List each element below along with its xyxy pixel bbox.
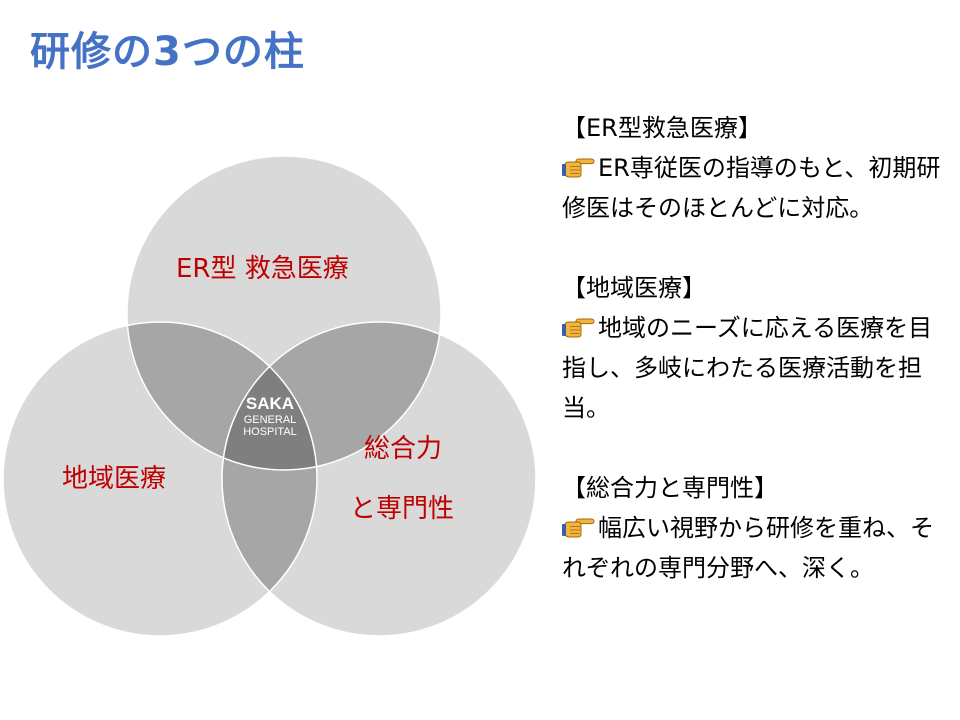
venn-overlap-er-regional <box>127 322 317 470</box>
block-text: 地域のニーズに応える医療を目指し、多岐にわたる医療活動を担当。 <box>562 314 933 422</box>
block-body: 地域のニーズに応える医療を目指し、多岐にわたる医療活動を担当。 <box>562 308 947 428</box>
page-title: 研修の3つの柱 <box>30 29 305 75</box>
venn-label-comprehensive-2: と専門性 <box>350 494 455 524</box>
block-body: 幅広い視野から研修を重ね、それぞれの専門分野へ、深く。 <box>562 508 947 588</box>
venn-label-er: ER型 救急医療 <box>176 254 349 284</box>
hospital-logo: SAKA GENERAL HOSPITAL <box>222 394 318 439</box>
block-body: ER専従医の指導のもと、初期研修医はそのほとんどに対応。 <box>562 148 947 228</box>
pointing-hand-icon <box>562 512 596 538</box>
logo-line-2: GENERAL <box>243 413 297 426</box>
block-text: 幅広い視野から研修を重ね、それぞれの専門分野へ、深く。 <box>562 514 934 582</box>
venn-overlap-er-comprehensive <box>222 322 441 470</box>
block-text: ER専従医の指導のもと、初期研修医はそのほとんどに対応。 <box>562 154 941 222</box>
pointing-hand-icon <box>562 312 596 338</box>
block-regional: 【地域医療】 地域のニーズに応える医療を目指し、多岐にわたる医療活動を担当。 <box>562 268 947 428</box>
venn-outline-comprehensive <box>221 321 537 637</box>
description-column: 【ER型救急医療】 ER専従医の指導のもと、初期研修医はそのほとんどに対応。 【… <box>562 108 947 628</box>
venn-label-regional: 地域医療 <box>62 464 167 494</box>
venn-outline-er <box>126 155 442 471</box>
venn-outline-regional <box>2 321 318 637</box>
pointing-hand-icon <box>562 152 596 178</box>
block-heading: 【総合力と専門性】 <box>562 474 778 502</box>
venn-label-comprehensive-1: 総合力 <box>364 434 443 464</box>
block-er: 【ER型救急医療】 ER専従医の指導のもと、初期研修医はそのほとんどに対応。 <box>562 108 947 228</box>
block-heading: 【ER型救急医療】 <box>562 114 762 142</box>
logo-line-3: HOSPITAL <box>243 426 297 439</box>
block-comprehensive: 【総合力と専門性】 幅広い視野から研修を重ね、それぞれの専門分野へ、深く。 <box>562 468 947 588</box>
block-heading: 【地域医療】 <box>562 274 706 302</box>
logo-line-1: SAKA <box>245 394 295 413</box>
